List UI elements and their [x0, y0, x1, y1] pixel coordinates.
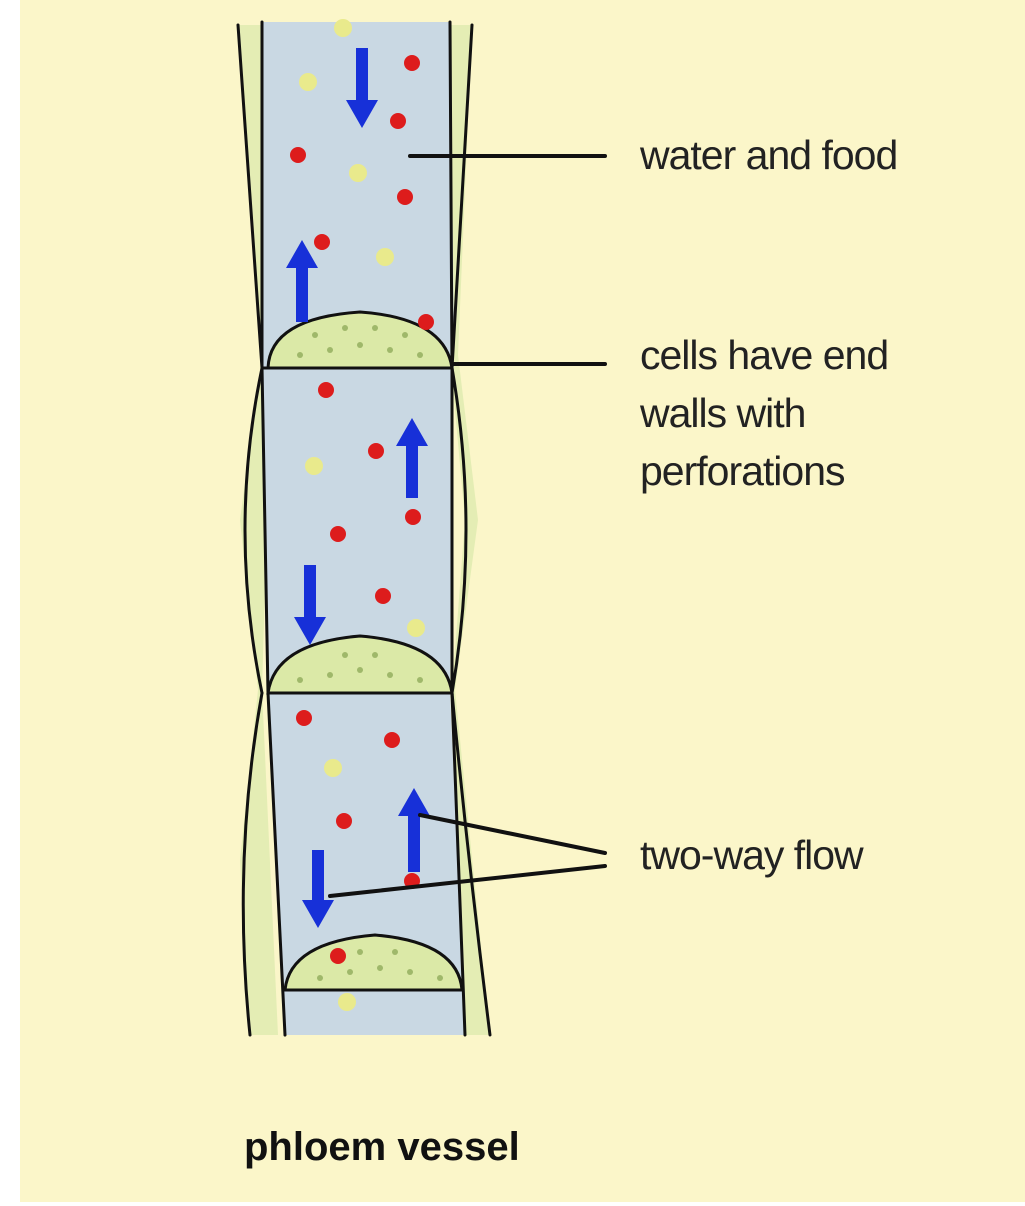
perforation-dot [347, 969, 353, 975]
perforation-dot [317, 975, 323, 981]
label-end-walls-line-3: perforations [640, 442, 888, 500]
yellow-particle [334, 19, 352, 37]
yellow-particle [338, 993, 356, 1011]
perforation-dot [387, 347, 393, 353]
perforation-dot [417, 677, 423, 683]
yellow-particle [299, 73, 317, 91]
label-end-walls: cells have end walls with perforations [640, 326, 888, 500]
perforation-dot [357, 342, 363, 348]
perforation-dot [312, 332, 318, 338]
label-end-walls-line-2: walls with [640, 384, 888, 442]
perforation-dot [387, 672, 393, 678]
perforation-dot [372, 325, 378, 331]
red-particle [336, 813, 352, 829]
red-particle [404, 55, 420, 71]
label-two-way-flow: two-way flow [640, 826, 863, 884]
red-particle [405, 509, 421, 525]
perforation-dot [327, 347, 333, 353]
perforation-dot [407, 969, 413, 975]
perforation-dot [372, 652, 378, 658]
red-particle [375, 588, 391, 604]
red-particle [368, 443, 384, 459]
red-particle [296, 710, 312, 726]
red-particle [290, 147, 306, 163]
perforation-dot [342, 652, 348, 658]
perforation-dot [297, 352, 303, 358]
yellow-particle [349, 164, 367, 182]
perforation-dot [377, 965, 383, 971]
perforation-dot [417, 352, 423, 358]
yellow-particle [305, 457, 323, 475]
red-particle [318, 382, 334, 398]
yellow-particle [407, 619, 425, 637]
red-particle [384, 732, 400, 748]
perforation-dot [297, 677, 303, 683]
red-particle [330, 948, 346, 964]
perforation-dot [437, 975, 443, 981]
red-particle [314, 234, 330, 250]
label-end-walls-line-1: cells have end [640, 326, 888, 384]
perforation-dot [402, 332, 408, 338]
yellow-particle [324, 759, 342, 777]
red-particle [418, 314, 434, 330]
diagram-caption: phloem vessel [244, 1118, 520, 1176]
perforation-dot [342, 325, 348, 331]
perforation-dot [357, 949, 363, 955]
label-water-and-food: water and food [640, 126, 897, 184]
perforation-dot [392, 949, 398, 955]
red-particle [330, 526, 346, 542]
red-particle [397, 189, 413, 205]
perforation-dot [327, 672, 333, 678]
red-particle [390, 113, 406, 129]
yellow-particle [376, 248, 394, 266]
perforation-dot [357, 667, 363, 673]
